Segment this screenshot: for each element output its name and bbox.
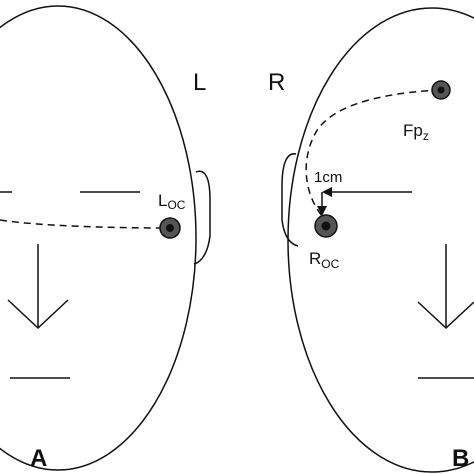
label-r-oc: ROC (309, 249, 340, 271)
head-b-nose-tip (417, 301, 474, 330)
distance-arrow-down (317, 206, 327, 216)
head-a-nose-tip (7, 299, 69, 330)
side-label-left: L (193, 69, 206, 96)
label-fpz: Fpz (403, 121, 429, 143)
electrode-r-oc (314, 214, 338, 238)
label-l-oc-main: L (158, 191, 167, 210)
head-b-outline (287, 7, 474, 473)
head-a-outline (0, 5, 197, 471)
label-fpz-main: Fp (403, 121, 423, 140)
label-r-oc-main: R (309, 249, 321, 268)
distance-label: 1cm (314, 169, 342, 186)
panel-label-a: A (30, 445, 47, 472)
label-l-oc: LOC (158, 191, 186, 212)
panel-label-b: B (452, 445, 469, 472)
distance-arrow-left (322, 187, 332, 197)
head-b-dashed-path (305, 89, 441, 217)
electrode-fpz (431, 80, 451, 100)
electrode-l-oc (159, 217, 181, 239)
label-fpz-sub: z (423, 129, 429, 143)
label-r-oc-sub: OC (321, 257, 339, 271)
head-b: 1cm Fpz ROC R B (268, 7, 474, 473)
head-a-dashed-path (0, 219, 169, 229)
side-label-right: R (268, 69, 285, 96)
label-l-oc-sub: OC (167, 198, 185, 212)
head-a-ear (193, 170, 211, 265)
head-b-ear (281, 153, 299, 247)
head-a: LOC L A (0, 5, 211, 472)
